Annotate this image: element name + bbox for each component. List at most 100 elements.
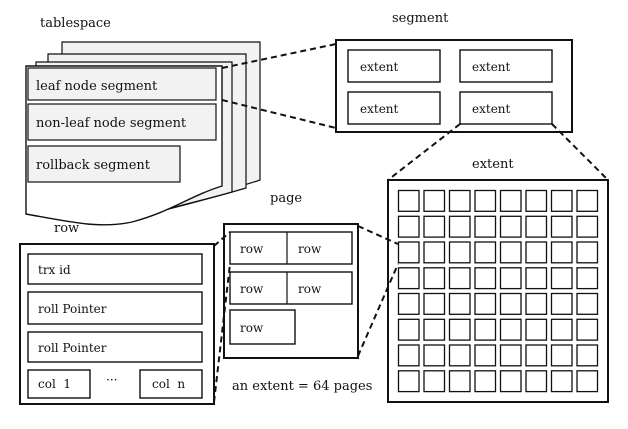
- extent-page-cell: [423, 344, 446, 367]
- tablespace-stack: leaf node segment non-leaf node segment …: [25, 41, 261, 226]
- extent-page-cell: [397, 215, 420, 238]
- extent-page-cell: [448, 267, 471, 290]
- segment-extent-4-label: extent: [472, 102, 511, 116]
- extent-page-cell: [423, 370, 446, 393]
- extent-page-cell: [397, 318, 420, 341]
- extent-page-cell: [397, 344, 420, 367]
- extent-page-cell: [576, 344, 599, 367]
- extent-frame: [387, 179, 609, 403]
- row-field-trx-id: [27, 253, 203, 285]
- non-leaf-node-segment-box: [27, 103, 217, 141]
- extent-page-cell: [550, 292, 573, 315]
- row-title: row: [54, 221, 79, 236]
- extent-page-cell: [550, 318, 573, 341]
- rollback-segment-label: rollback segment: [36, 158, 151, 173]
- extent-page-cell: [423, 292, 446, 315]
- extent-title: extent: [472, 157, 514, 172]
- extent-page-cell: [423, 189, 446, 212]
- extent-page-cell: [448, 318, 471, 341]
- connector-row-page-bottom: [213, 263, 231, 403]
- extent-page-cell: [474, 267, 497, 290]
- row-field-roll-pointer-1: [27, 291, 203, 325]
- rollback-segment-box: [27, 145, 181, 183]
- extent-page-cell: [576, 370, 599, 393]
- segment-extent-2-label: extent: [472, 60, 511, 74]
- extent-page-cell: [474, 292, 497, 315]
- extent-page-cell: [550, 344, 573, 367]
- extent-page-cell: [550, 267, 573, 290]
- segment-extent-2: [459, 49, 553, 83]
- extent-page-cell: [525, 292, 548, 315]
- leaf-node-segment-label: leaf node segment: [36, 79, 158, 94]
- row-field-roll-pointer-2-label: roll Pointer: [38, 341, 107, 355]
- extent-page-cell: [474, 215, 497, 238]
- row-field-trx-id-label: trx id: [38, 263, 71, 277]
- extent-page-cell: [576, 292, 599, 315]
- connector-page-extent-bottom: [357, 263, 399, 357]
- page-row-5-label: row: [240, 321, 264, 335]
- extent-page-cell: [525, 215, 548, 238]
- extent-page-cell: [474, 241, 497, 264]
- segment-extent-3: [347, 91, 441, 125]
- extent-page-cell: [448, 241, 471, 264]
- extent-page-cell: [499, 241, 522, 264]
- segment-box: extent extent extent extent: [335, 39, 573, 133]
- extent-page-cell: [397, 370, 420, 393]
- extent-page-cell: [423, 215, 446, 238]
- connector-row-page-top: [213, 231, 231, 247]
- page-row-1-label: row: [240, 242, 264, 256]
- non-leaf-node-segment-label: non-leaf node segment: [36, 116, 187, 131]
- extent-page-cell: [397, 189, 420, 212]
- page-row-pair-1: [229, 231, 353, 265]
- page-box: row row row row row: [223, 223, 359, 359]
- extent-page-cell: [448, 215, 471, 238]
- extent-page-cell: [576, 241, 599, 264]
- extent-page-cell: [576, 318, 599, 341]
- extent-page-cell: [550, 370, 573, 393]
- extent-page-cell: [576, 215, 599, 238]
- tablespace-title: tablespace: [40, 16, 111, 31]
- row-col-first-label: col 1: [38, 377, 71, 391]
- extent-page-cell: [499, 344, 522, 367]
- segment-extent-4: [459, 91, 553, 125]
- extent-page-cell: [525, 318, 548, 341]
- extent-page-cell: [499, 189, 522, 212]
- extent-page-cell: [499, 267, 522, 290]
- row-col-first: [27, 369, 91, 399]
- extent-page-cell: [423, 241, 446, 264]
- segment-extent-1: [347, 49, 441, 83]
- extent-page-cell: [525, 370, 548, 393]
- segment-extent-3-label: extent: [360, 102, 399, 116]
- page-row-single: [229, 309, 296, 345]
- extent-page-cell: [474, 370, 497, 393]
- extent-page-cell: [397, 241, 420, 264]
- extent-page-cell: [550, 241, 573, 264]
- extent-page-grid: [397, 189, 599, 393]
- row-col-last-label: col n: [152, 377, 185, 391]
- leaf-node-segment-box: [27, 67, 217, 101]
- extent-page-cell: [448, 344, 471, 367]
- page-row-pair-2: [229, 271, 353, 305]
- extent-page-cell: [550, 189, 573, 212]
- extent-page-cell: [550, 215, 573, 238]
- connector-segment-extent-right: [551, 123, 609, 181]
- extent-page-cell: [474, 189, 497, 212]
- extent-page-count-note: an extent = 64 pages: [232, 379, 372, 394]
- extent-page-cell: [448, 370, 471, 393]
- extent-page-cell: [525, 189, 548, 212]
- extent-page-cell: [576, 267, 599, 290]
- extent-page-cell: [525, 267, 548, 290]
- row-col-last: [139, 369, 203, 399]
- extent-page-cell: [499, 370, 522, 393]
- extent-page-cell: [474, 318, 497, 341]
- page-row-3-label: row: [240, 282, 264, 296]
- row-box: trx id roll Pointer roll Pointer col 1 ·…: [19, 243, 215, 405]
- page-row-4-label: row: [298, 282, 322, 296]
- extent-page-cell: [423, 318, 446, 341]
- extent-page-cell: [499, 292, 522, 315]
- extent-page-cell: [499, 215, 522, 238]
- extent-page-cell: [499, 318, 522, 341]
- connector-page-extent-top: [357, 225, 399, 245]
- row-field-roll-pointer-2: [27, 331, 203, 363]
